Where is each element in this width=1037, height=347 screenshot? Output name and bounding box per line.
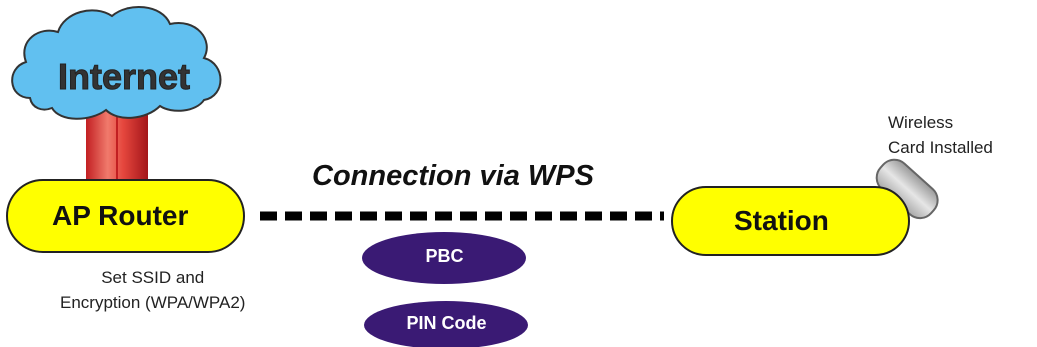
internet-cloud-icon [11,5,222,120]
router-note-line1: Set SSID and [101,268,205,287]
internet-label: Internet [57,56,191,98]
wireless-card-note: Wireless Card Installed [888,110,993,160]
pin-code-label: PIN Code [406,313,487,333]
pbc-pill [362,232,526,284]
station-node [671,186,910,256]
wireless-note-line2: Card Installed [888,138,993,157]
connection-label: Connection via WPS [312,160,594,192]
station-label: Station [734,205,829,236]
router-note-line2: Encryption (WPA/WPA2) [60,293,246,312]
pin-code-pill [364,301,528,347]
router-config-note: Set SSID and Encryption (WPA/WPA2) [60,265,245,315]
wireless-note-line1: Wireless [888,113,954,132]
ap-router-node [6,179,245,253]
pbc-label: PBC [425,246,464,266]
ap-router-label: AP Router [52,200,189,231]
